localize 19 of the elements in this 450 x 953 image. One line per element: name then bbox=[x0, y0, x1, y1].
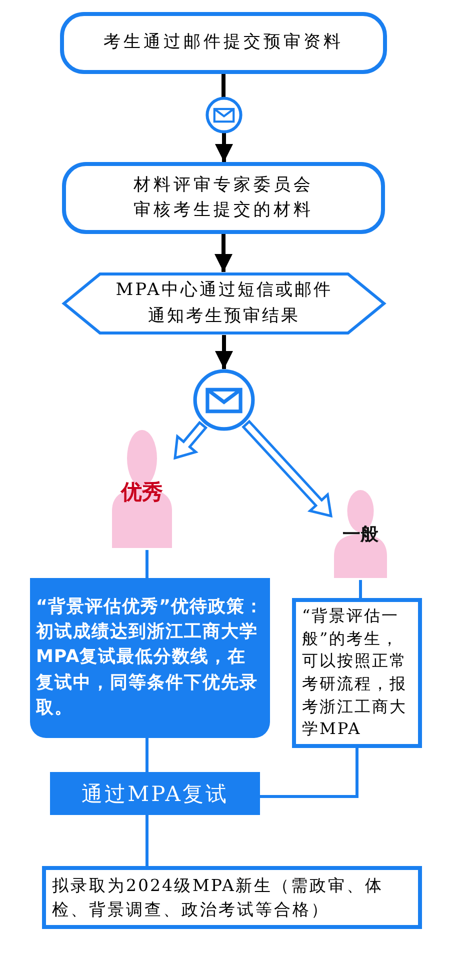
person-label: 一般 bbox=[342, 523, 380, 546]
connector-line bbox=[146, 738, 148, 772]
connector-line bbox=[146, 815, 148, 866]
process-box: 考生通过邮件提交预审资料 bbox=[60, 12, 387, 74]
connector-line bbox=[222, 74, 226, 97]
hollow-arrow bbox=[174, 420, 208, 460]
result-banner: 通过MPA复试 bbox=[50, 772, 260, 815]
arrow bbox=[215, 335, 233, 369]
connector-line bbox=[146, 550, 148, 578]
arrow bbox=[215, 133, 233, 162]
text-box: 拟录取为2024级MPA新生（需政审、体检、背景调查、政治考试等合格） bbox=[42, 866, 422, 929]
connector-line bbox=[260, 748, 358, 798]
policy-box: “背景评估优秀”优待政策：初试成绩达到浙江工商大学MPA复试最低分数线，在复试中，同等条件下优先录取。 bbox=[30, 578, 270, 738]
hollow-arrow bbox=[242, 420, 333, 518]
connector-line bbox=[359, 580, 362, 598]
process-box: 材料评审专家委员会审核考生提交的材料 bbox=[62, 162, 385, 234]
arrow bbox=[214, 234, 232, 272]
text-box: “背景评估一般”的考生，可以按照正常考研流程，报考浙江工商大学MPA bbox=[292, 598, 422, 748]
person-label: 优秀 bbox=[119, 478, 164, 506]
